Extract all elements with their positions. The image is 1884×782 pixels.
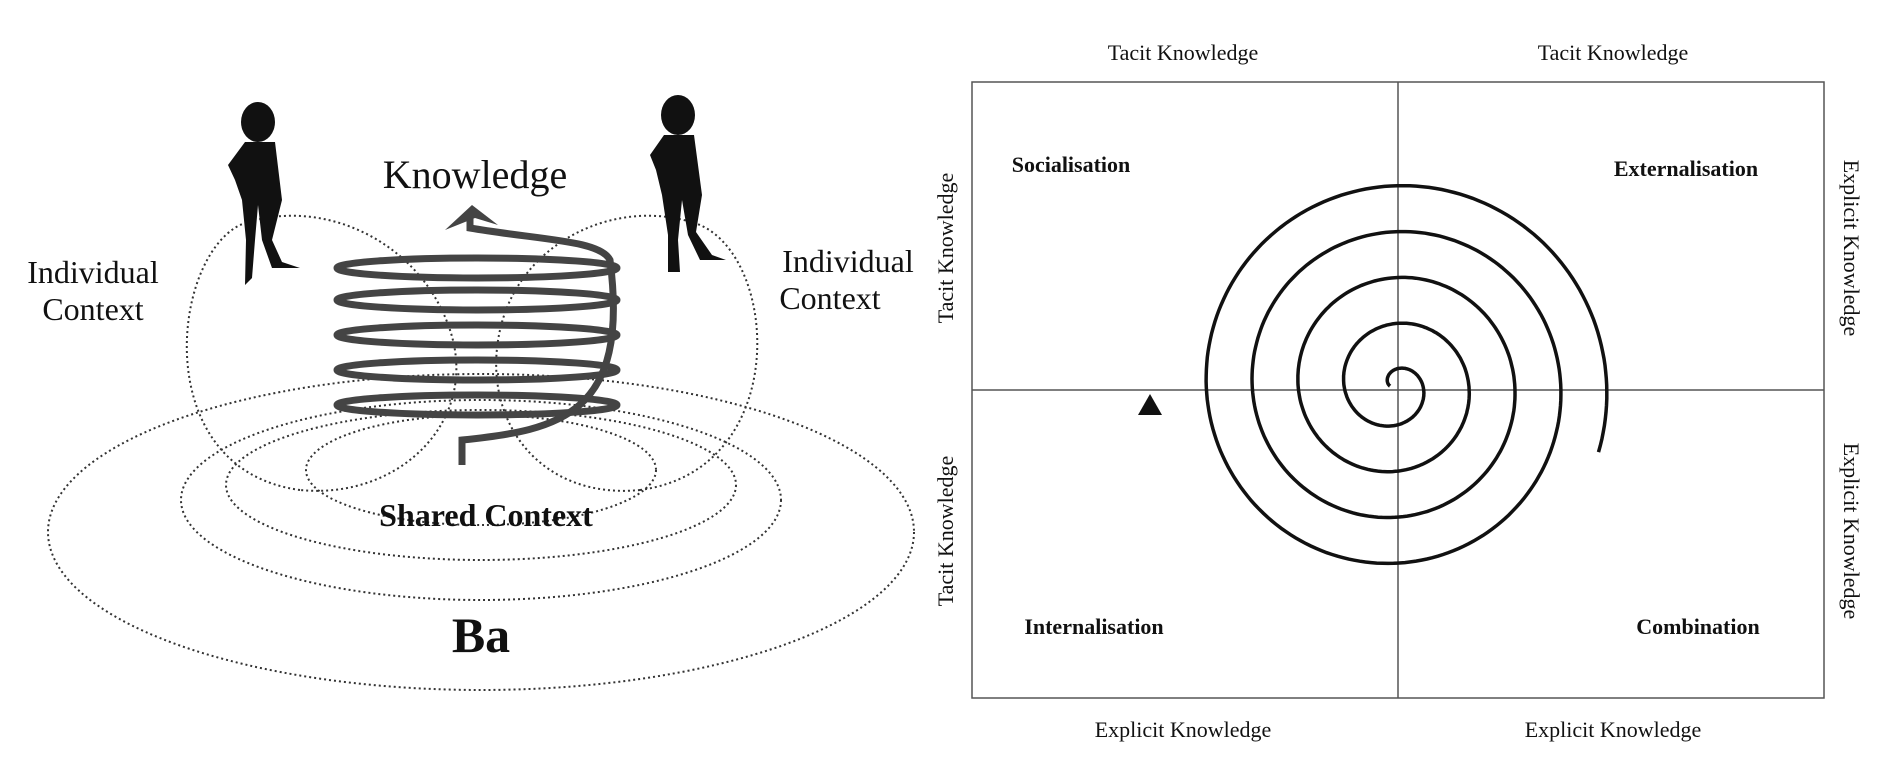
knowledge-spiral	[1204, 183, 1609, 566]
shared-context-ellipse-mid	[225, 409, 737, 561]
quadrant-internalisation: Internalisation	[1024, 614, 1163, 639]
left-label-top: Tacit Knowledge	[933, 173, 958, 324]
knowledge-arrow-icon	[445, 205, 498, 230]
top-label-left: Tacit Knowledge	[1108, 40, 1259, 65]
right-label-bottom: Explicit Knowledge	[1839, 443, 1864, 620]
left-label-bottom: Tacit Knowledge	[933, 456, 958, 607]
person-right-icon	[650, 95, 726, 272]
quadrant-externalisation: Externalisation	[1614, 156, 1758, 181]
shared-context-ellipse-inner	[305, 414, 657, 526]
person-left-icon	[228, 102, 300, 285]
spiral-arrow-icon	[1138, 394, 1162, 415]
individual-context-left-line2: Context	[42, 291, 143, 327]
individual-context-left-loop	[185, 214, 458, 492]
individual-context-left-line1: Individual	[27, 254, 159, 290]
shared-context-ellipse-outer	[180, 399, 782, 601]
top-label-right: Tacit Knowledge	[1538, 40, 1689, 65]
individual-context-right-line2: Context	[779, 280, 880, 316]
knowledge-coil	[333, 215, 621, 465]
quadrant-combination: Combination	[1636, 614, 1759, 639]
knowledge-label: Knowledge	[383, 152, 567, 197]
individual-context-right-loop	[495, 214, 759, 492]
bottom-label-left: Explicit Knowledge	[1095, 717, 1272, 742]
ba-diagram: Knowledge Individual Context Individual …	[27, 95, 915, 691]
bottom-label-right: Explicit Knowledge	[1525, 717, 1702, 742]
ba-ellipse	[47, 373, 915, 691]
individual-context-right-line1: Individual	[782, 243, 914, 279]
seci-model: Tacit Knowledge Tacit Knowledge Explicit…	[933, 40, 1864, 742]
ba-label: Ba	[452, 607, 510, 663]
right-label-top: Explicit Knowledge	[1839, 160, 1864, 337]
quadrant-socialisation: Socialisation	[1012, 152, 1131, 177]
shared-context-label: Shared Context	[379, 497, 593, 533]
